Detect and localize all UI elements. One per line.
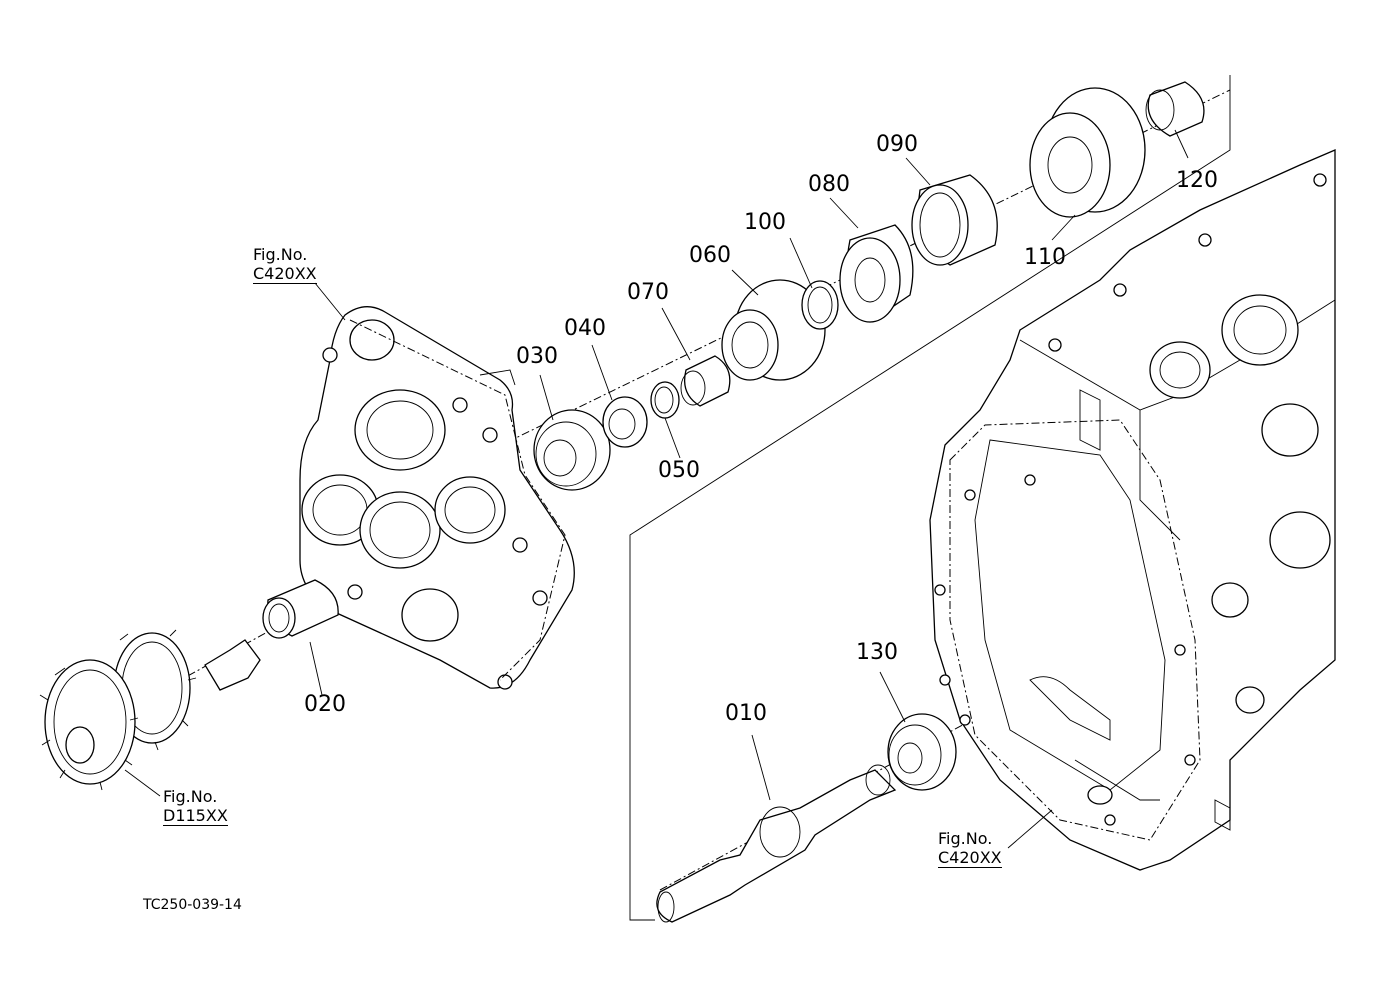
figref-bottom-right: Fig.No. C420XX: [938, 829, 1002, 869]
part-label-040: 040: [564, 316, 606, 341]
leader-lines: [124, 129, 1189, 849]
part-label-070: 070: [627, 280, 669, 305]
part-label-060: 060: [689, 243, 731, 268]
cover-plate: [299, 306, 575, 690]
part-020-bushing: [262, 579, 339, 639]
figref-top-left-code: C420XX: [253, 264, 317, 285]
left-gear-assembly: [39, 629, 261, 791]
part-label-020: 020: [304, 692, 346, 717]
part-040-washer: [602, 396, 648, 448]
part-050-snap-ring: [650, 381, 680, 419]
part-110-gear: [1029, 87, 1146, 218]
part-label-130: 130: [856, 640, 898, 665]
drawing-code: TC250-039-14: [143, 897, 242, 913]
part-120-needle-bearing: [1145, 81, 1205, 137]
part-130-bearing: [887, 713, 957, 791]
figref-bottom-left-code: D115XX: [163, 806, 228, 827]
figref-bottom-right-label: Fig.No.: [938, 829, 993, 848]
figref-bottom-right-code: C420XX: [938, 848, 1002, 869]
figref-bottom-left-label: Fig.No.: [163, 787, 218, 806]
part-080-gear: [839, 224, 914, 323]
figref-top-left: Fig.No. C420XX: [253, 245, 317, 285]
part-label-090: 090: [876, 132, 918, 157]
figref-top-left-label: Fig.No.: [253, 245, 308, 264]
part-label-110: 110: [1024, 245, 1066, 270]
part-090-sleeve: [911, 174, 998, 266]
part-label-050: 050: [658, 458, 700, 483]
part-label-120: 120: [1176, 168, 1218, 193]
part-030-bearing: [533, 409, 611, 491]
part-label-080: 080: [808, 172, 850, 197]
part-100-snap-ring: [801, 280, 839, 330]
transmission-case: [929, 149, 1336, 871]
part-070-needle-bearing: [680, 355, 731, 407]
part-010-shaft: [656, 764, 897, 923]
housing-bracket-frame: [629, 75, 1231, 921]
part-label-030: 030: [516, 344, 558, 369]
part-label-100: 100: [744, 210, 786, 235]
part-label-010: 010: [725, 701, 767, 726]
figref-bottom-left: Fig.No. D115XX: [163, 787, 228, 827]
